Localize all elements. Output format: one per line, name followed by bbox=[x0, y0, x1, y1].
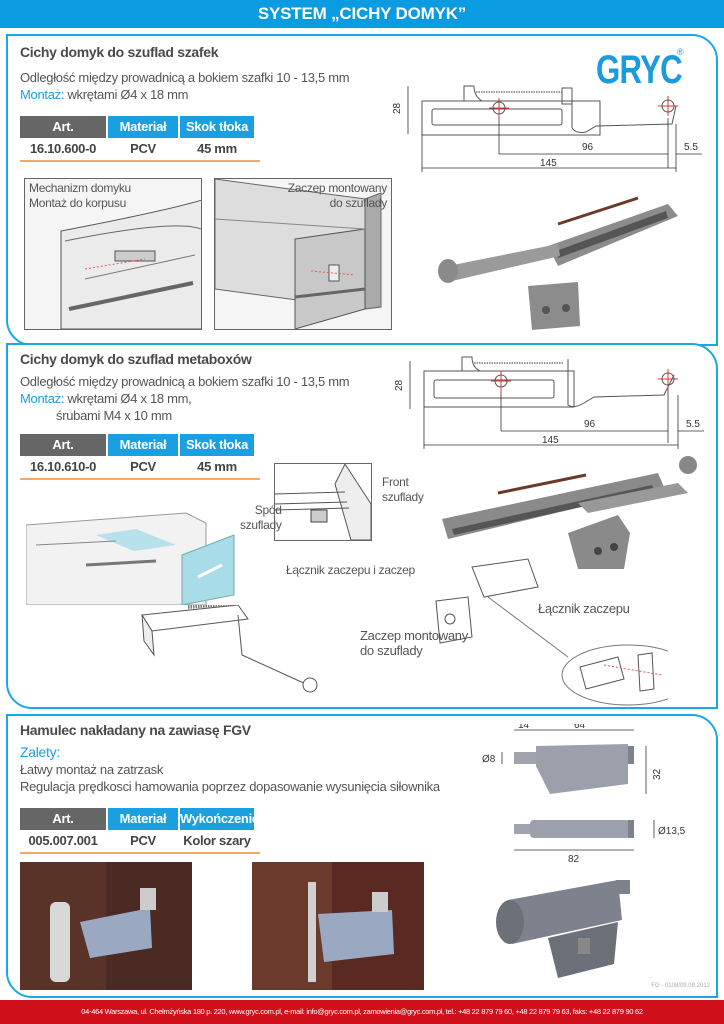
mount-value: wkrętami Ø4 x 18 mm bbox=[67, 87, 189, 102]
product-table: Art. Materiał Skok tłoka 16.10.610-0 PCV… bbox=[20, 434, 260, 480]
header-art: Art. bbox=[20, 116, 106, 138]
header-material: Materiał bbox=[108, 116, 178, 138]
advantage-item: Regulacja prędkosci hamowania poprzez do… bbox=[20, 779, 440, 794]
cell-art: 16.10.600-0 bbox=[29, 141, 97, 156]
footer-contact: 04-464 Warszawa, ul. Chełmżyńska 180 p. … bbox=[81, 1007, 643, 1016]
mount-info: Montaż: wkrętami Ø4 x 18 mm bbox=[20, 87, 188, 102]
page-header: SYSTEM „CICHY DOMYK” bbox=[0, 0, 724, 28]
header-stroke: Skok tłoka bbox=[180, 116, 254, 138]
dim-offset: 5.5 bbox=[686, 419, 700, 430]
brand-logo: GRYC bbox=[596, 48, 683, 92]
technical-drawing: 14 64 Ø8 32 Ø13,5 82 bbox=[482, 724, 686, 864]
table-row: 005.007.001 PCV Kolor szary bbox=[20, 830, 260, 854]
section-title: Hamulec nakładany na zawiasę FGV bbox=[20, 722, 251, 738]
cell-art: 16.10.610-0 bbox=[29, 459, 97, 474]
product-photo-closer bbox=[438, 196, 678, 330]
cell-material: PCV bbox=[130, 459, 156, 474]
dim-body-diameter: Ø13,5 bbox=[658, 826, 686, 837]
dim-tip-length: 14 bbox=[518, 724, 530, 731]
dim-length: 145 bbox=[542, 435, 559, 446]
table-header-row: Art. Materiał Skok tłoka bbox=[20, 116, 260, 138]
table-header-row: Art. Materiał Wykończenie bbox=[20, 808, 260, 830]
dim-offset: 5.5 bbox=[684, 142, 698, 153]
dim-length: 145 bbox=[540, 158, 557, 169]
cell-stroke: 45 mm bbox=[197, 459, 237, 474]
product-table: Art. Materiał Skok tłoka 16.10.600-0 PCV… bbox=[20, 116, 260, 162]
footer: 04-464 Warszawa, ul. Chełmżyńska 180 p. … bbox=[0, 1000, 724, 1024]
document-code: FG - 0108/09.09.2012 bbox=[651, 983, 710, 989]
description-line: Odległość między prowadnicą a bokiem sza… bbox=[20, 374, 350, 389]
label-connector: Łącznik zaczepu bbox=[538, 601, 630, 616]
photo-brake-installed-2 bbox=[252, 862, 424, 990]
dim-tip-diameter: Ø8 bbox=[482, 754, 496, 765]
page-title: SYSTEM „CICHY DOMYK” bbox=[257, 4, 467, 23]
photo-brake-installed-1 bbox=[20, 862, 192, 990]
cell-material: PCV bbox=[130, 833, 156, 848]
mount-value: wkrętami Ø4 x 18 mm, bbox=[67, 391, 192, 406]
advantages-label: Zalety: bbox=[20, 744, 60, 760]
technical-drawing: 28 96 5.5 145 bbox=[394, 356, 704, 449]
product-table: Art. Materiał Wykończenie 005.007.001 PC… bbox=[20, 808, 260, 854]
mount-value-2: śrubami M4 x 10 mm bbox=[56, 408, 172, 423]
dim-height: 32 bbox=[652, 768, 663, 780]
header-material: Materiał bbox=[108, 808, 178, 830]
description-line: Odległość między prowadnicą a bokiem sza… bbox=[20, 70, 350, 85]
header-material: Materiał bbox=[108, 434, 178, 456]
section-drawer-closer: Cichy domyk do szuflad szafek Odległość … bbox=[6, 34, 718, 346]
section-hinge-brake: Hamulec nakładany na zawiasę FGV Zalety:… bbox=[6, 714, 718, 998]
advantage-item: Łatwy montaż na zatrzask bbox=[20, 762, 164, 777]
section-title: Cichy domyk do szuflad szafek bbox=[20, 44, 219, 60]
table-header-row: Art. Materiał Skok tłoka bbox=[20, 434, 260, 456]
table-row: 16.10.610-0 PCV 45 mm bbox=[20, 456, 260, 480]
header-art: Art. bbox=[20, 808, 106, 830]
mechanism-drawing bbox=[141, 605, 318, 693]
figure-drawer-detail bbox=[274, 463, 372, 541]
dim-height: 28 bbox=[394, 379, 405, 391]
cell-stroke: 45 mm bbox=[197, 141, 237, 156]
cell-material: PCV bbox=[130, 141, 156, 156]
photo-brake-product bbox=[496, 880, 630, 978]
product-photo-closer bbox=[442, 456, 697, 569]
registered-mark: ® bbox=[677, 47, 684, 57]
section-metabox-closer: Cichy domyk do szuflad metaboxów Odległo… bbox=[6, 343, 718, 709]
mount-info: Montaż: wkrętami Ø4 x 18 mm, bbox=[20, 391, 192, 406]
mount-label: Montaż: bbox=[20, 87, 65, 102]
header-finish: Wykończenie bbox=[180, 808, 259, 830]
section-title: Cichy domyk do szuflad metaboxów bbox=[20, 351, 252, 367]
technical-drawing: 28 96 5.5 145 bbox=[392, 85, 702, 172]
header-stroke: Skok tłoka bbox=[180, 434, 254, 456]
label-connector-and-catch: Łącznik zaczepu i zaczep bbox=[286, 563, 415, 577]
table-row: 16.10.600-0 PCV 45 mm bbox=[20, 138, 260, 162]
dim-total-length: 82 bbox=[568, 854, 580, 864]
connector-exploded-view bbox=[435, 558, 668, 706]
dim-body-length: 64 bbox=[574, 724, 586, 731]
mount-label: Montaż: bbox=[20, 391, 65, 406]
header-art: Art. bbox=[20, 434, 106, 456]
cell-art: 005.007.001 bbox=[28, 833, 98, 848]
cabinet-illustration bbox=[26, 512, 235, 605]
dim-spacing: 96 bbox=[582, 142, 594, 153]
dim-spacing: 96 bbox=[584, 419, 596, 430]
cell-finish: Kolor szary bbox=[183, 833, 251, 848]
dim-height: 28 bbox=[392, 102, 403, 114]
